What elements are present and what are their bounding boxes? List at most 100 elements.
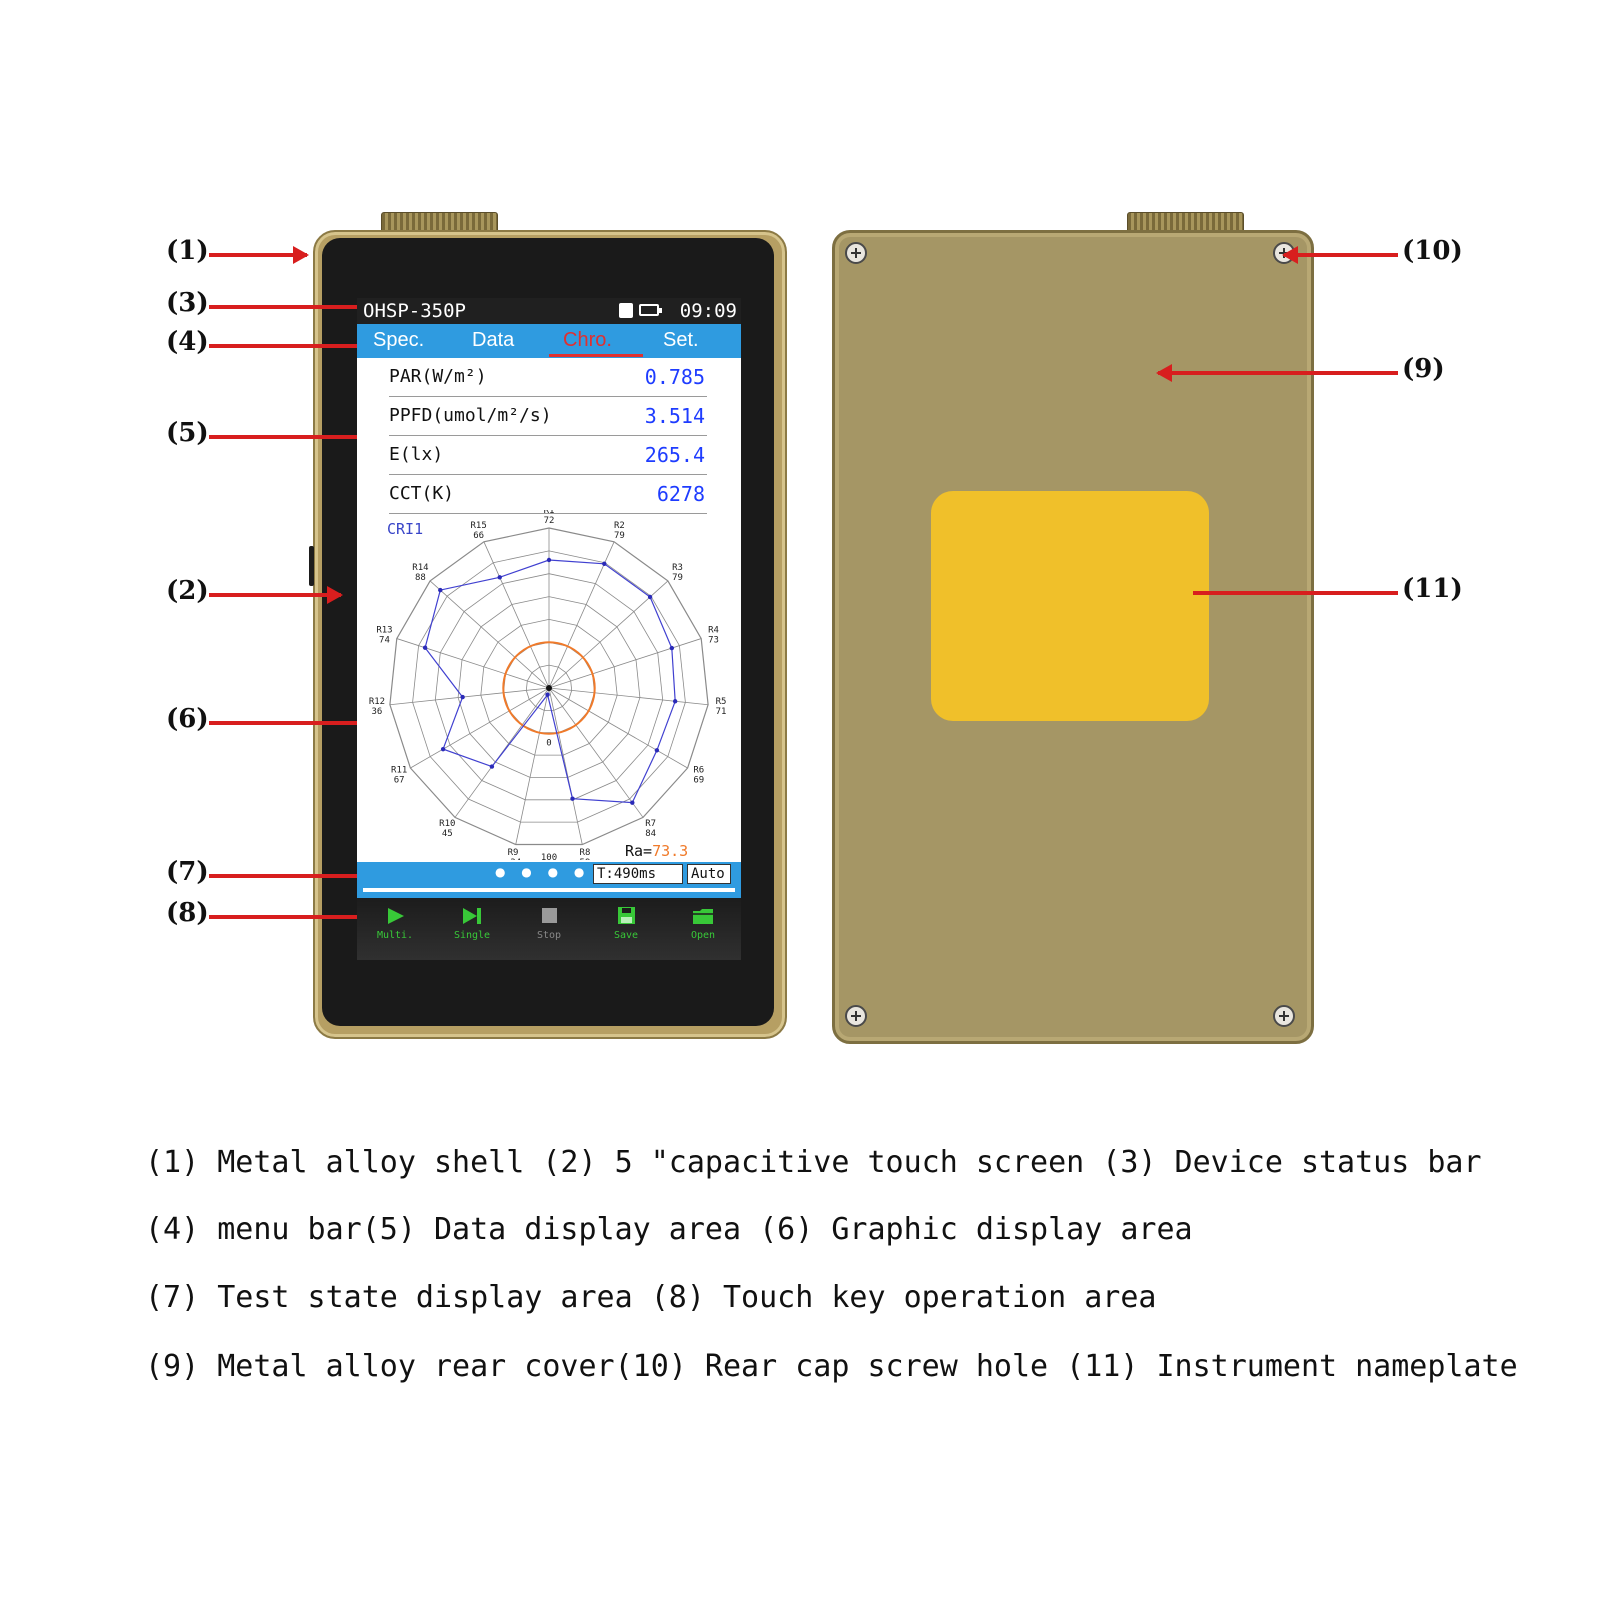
save-button[interactable]: Save bbox=[588, 902, 664, 952]
arrow-7 bbox=[209, 874, 357, 878]
cri-point-r6 bbox=[654, 748, 660, 753]
cri-value-r6: 69 bbox=[693, 776, 704, 786]
illuminance-value: 265.4 bbox=[644, 443, 705, 467]
arrow-8 bbox=[209, 915, 357, 919]
multi-label: Multi. bbox=[376, 930, 414, 941]
callout-1: (1) bbox=[166, 236, 209, 266]
skip-icon bbox=[463, 908, 481, 924]
cri-polar-chart: R172R279R379R473R571R669R784R859R9-34R10… bbox=[369, 510, 727, 860]
ra-readout: Ra=73.3 bbox=[625, 842, 688, 860]
open-label: Open bbox=[690, 930, 716, 941]
save-label: Save bbox=[613, 930, 639, 941]
grid-spoke bbox=[515, 687, 550, 845]
callout-8: (8) bbox=[166, 898, 209, 928]
model-name: OHSP-350P bbox=[363, 300, 466, 322]
screw-hole-bottom-right bbox=[1273, 1005, 1295, 1027]
cri-tick-r9: R9 bbox=[508, 848, 519, 858]
arrow-11 bbox=[1193, 591, 1398, 595]
open-button[interactable]: Open bbox=[665, 902, 741, 952]
arrow-10 bbox=[1282, 246, 1398, 264]
side-button[interactable] bbox=[309, 546, 314, 586]
device-status-bar: OHSP-350P 09:09 bbox=[357, 298, 741, 324]
arrow-9 bbox=[1156, 364, 1398, 382]
cri-point-r15 bbox=[497, 575, 502, 580]
screw-hole-top-left bbox=[845, 242, 867, 264]
cri-point-r4 bbox=[669, 645, 675, 651]
grid-spoke bbox=[483, 541, 550, 689]
grid-spoke bbox=[410, 687, 550, 769]
cri-tick-r11: R11 bbox=[391, 766, 407, 776]
cri-point-r9 bbox=[545, 692, 550, 697]
ra-value: 73.3 bbox=[652, 842, 689, 860]
touch-screen[interactable]: OHSP-350P 09:09 Spec. Data Chro. Set. PA… bbox=[357, 298, 741, 960]
grid-ring bbox=[412, 550, 686, 823]
tab-set[interactable]: Set. bbox=[663, 329, 699, 351]
cri-tick-r3: R3 bbox=[672, 563, 683, 573]
cri-tick-r4: R4 bbox=[708, 626, 719, 636]
tab-chro[interactable]: Chro. bbox=[563, 329, 612, 351]
cri-value-r14: 88 bbox=[415, 573, 426, 583]
grid-ring bbox=[389, 527, 709, 846]
battery-icon bbox=[639, 304, 662, 316]
instrument-nameplate bbox=[931, 491, 1209, 721]
callout-2: (2) bbox=[166, 576, 209, 606]
cri-series-line bbox=[424, 559, 676, 804]
grid-spoke bbox=[396, 638, 550, 689]
cri-point-r1 bbox=[546, 557, 552, 563]
single-label: Single bbox=[453, 930, 491, 941]
cri-value-r12: 36 bbox=[372, 707, 383, 717]
cri-point-r7 bbox=[630, 800, 635, 805]
cri-value-r5: 71 bbox=[716, 707, 727, 717]
cri-value-r15: 66 bbox=[473, 531, 484, 541]
cri-tick-r8: R8 bbox=[580, 848, 591, 858]
stop-label: Stop bbox=[536, 930, 562, 941]
legend-line-1: (1) Metal alloy shell (2) 5 "capacitive … bbox=[145, 1145, 1482, 1180]
ra-label: Ra= bbox=[625, 842, 653, 860]
cri-tick-r15: R15 bbox=[471, 521, 487, 531]
callout-11: (11) bbox=[1402, 574, 1463, 604]
menu-bar: Spec. Data Chro. Set. bbox=[357, 324, 741, 358]
legend-line-4: (9) Metal alloy rear cover(10) Rear cap … bbox=[145, 1349, 1518, 1384]
clock: 09:09 bbox=[679, 300, 737, 322]
arrow-2 bbox=[209, 586, 343, 604]
cri-point-r8 bbox=[570, 796, 575, 801]
par-value: 0.785 bbox=[644, 365, 705, 389]
grid-ring bbox=[503, 641, 595, 734]
cri-tick-r5: R5 bbox=[716, 697, 727, 707]
cri-value-r1: 72 bbox=[544, 516, 555, 526]
cri-tick-r10: R10 bbox=[439, 819, 455, 829]
grid-spoke bbox=[548, 580, 669, 689]
cri-point-r3 bbox=[647, 594, 653, 600]
touch-key-bar: Multi. Single Stop Save Open bbox=[357, 898, 741, 960]
callout-3: (3) bbox=[166, 288, 209, 318]
grid-spoke bbox=[548, 687, 644, 818]
cri-value-r7: 84 bbox=[645, 829, 656, 839]
callout-6: (6) bbox=[166, 704, 209, 734]
legend-line-2: (4) menu bar(5) Data display area (6) Gr… bbox=[145, 1212, 1193, 1247]
cri-value-r8: 59 bbox=[580, 858, 591, 860]
illuminance-label: E(lx) bbox=[389, 444, 444, 465]
multi-button[interactable]: Multi. bbox=[357, 902, 433, 952]
single-button[interactable]: Single bbox=[434, 902, 510, 952]
cri-value-r13: 74 bbox=[379, 636, 390, 646]
sd-card-icon bbox=[619, 303, 633, 318]
cri-value-r11: 67 bbox=[394, 776, 405, 786]
cri-value-r2: 79 bbox=[614, 531, 625, 541]
cri-value-r4: 73 bbox=[708, 636, 719, 646]
data-row-par: PAR(W/m²) 0.785 bbox=[389, 358, 707, 397]
tab-spec[interactable]: Spec. bbox=[373, 329, 425, 351]
grid-spoke bbox=[429, 580, 550, 689]
test-state-bar: ● ● ● ● ● ● T:490ms Auto bbox=[357, 862, 741, 898]
stop-button[interactable]: Stop bbox=[511, 902, 587, 952]
cri-point-r5 bbox=[672, 699, 678, 704]
grid-spoke bbox=[548, 687, 583, 845]
stop-icon bbox=[542, 908, 557, 923]
integration-time-field[interactable]: T:490ms bbox=[593, 864, 683, 884]
cct-label: CCT(K) bbox=[389, 483, 455, 504]
tab-data[interactable]: Data bbox=[472, 329, 515, 351]
legend-line-3: (7) Test state display area (8) Touch ke… bbox=[145, 1280, 1157, 1315]
mode-field[interactable]: Auto bbox=[687, 864, 731, 884]
grid-spoke bbox=[548, 638, 702, 689]
arrow-1 bbox=[209, 246, 309, 264]
cct-value: 6278 bbox=[656, 482, 705, 506]
